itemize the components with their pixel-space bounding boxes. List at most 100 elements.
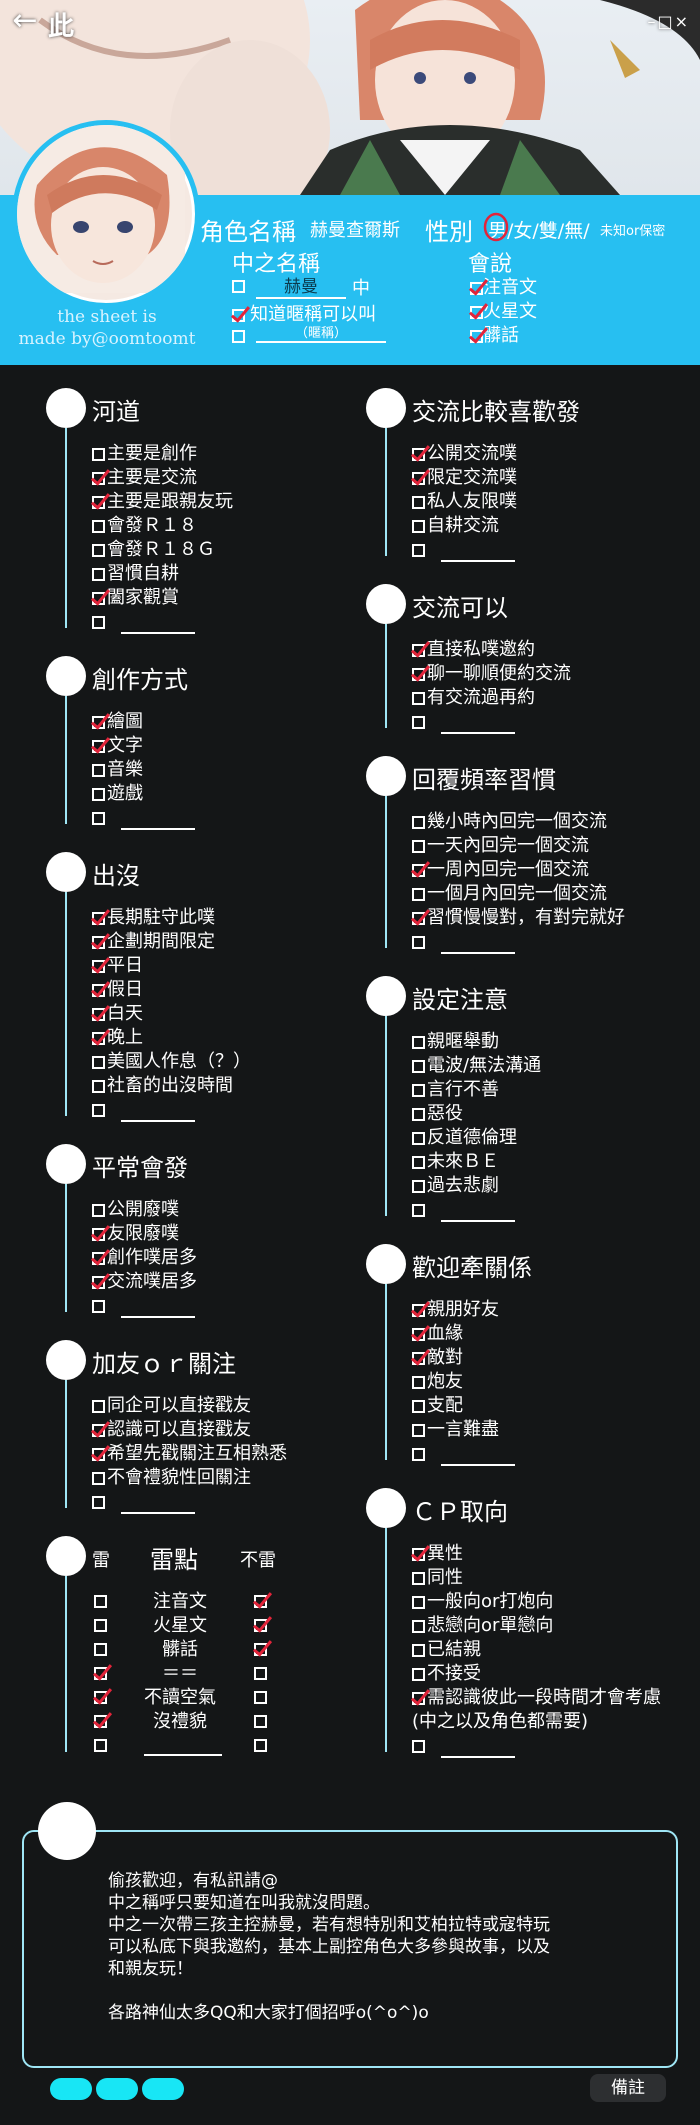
item-checkbox[interactable] — [412, 1083, 425, 1097]
checklist-item[interactable]: 習慣自耕 — [92, 562, 179, 586]
zh-know-row[interactable]: 知道暱稱可以叫 — [232, 300, 376, 326]
thunder-left-checkbox[interactable] — [94, 1739, 107, 1752]
item-checkbox[interactable] — [412, 715, 425, 729]
item-blank-field[interactable] — [121, 1106, 195, 1122]
item-checkbox[interactable] — [92, 811, 105, 825]
item-checkbox[interactable] — [412, 471, 425, 485]
item-checkbox[interactable] — [412, 519, 425, 533]
checklist-item[interactable]: 惡役 — [412, 1102, 463, 1126]
zh-nick-checkbox[interactable] — [232, 330, 245, 343]
thunder-left-checkbox[interactable] — [94, 1643, 107, 1656]
checklist-item[interactable]: 反道德倫理 — [412, 1126, 517, 1150]
thunder-blank-field[interactable] — [144, 1754, 222, 1756]
item-checkbox[interactable] — [412, 1327, 425, 1341]
item-checkbox[interactable] — [412, 1059, 425, 1073]
item-checkbox[interactable] — [92, 447, 105, 461]
item-checkbox[interactable] — [412, 1155, 425, 1169]
item-checkbox[interactable] — [412, 1643, 425, 1657]
thunder-right-checkbox[interactable] — [254, 1595, 267, 1608]
checklist-item[interactable]: (中之以及角色都需要) — [412, 1710, 588, 1734]
checklist-item[interactable]: 同性 — [412, 1566, 463, 1590]
item-checkbox[interactable] — [412, 1203, 425, 1217]
checklist-item[interactable] — [92, 1294, 195, 1318]
page-pill-2[interactable] — [96, 2078, 138, 2100]
checklist-item[interactable]: 異性 — [412, 1542, 463, 1566]
checklist-item[interactable]: 親朋好友 — [412, 1298, 499, 1322]
item-checkbox[interactable] — [92, 519, 105, 533]
item-checkbox[interactable] — [412, 887, 425, 901]
item-checkbox[interactable] — [412, 1667, 425, 1681]
zh-nick-field[interactable]: （暱稱） — [256, 322, 386, 343]
checklist-item[interactable]: 文字 — [92, 734, 143, 758]
item-checkbox[interactable] — [92, 543, 105, 557]
checklist-item[interactable]: 一天內回完一個交流 — [412, 834, 589, 858]
lang-item[interactable]: 火星文 — [470, 300, 537, 324]
checklist-item[interactable]: 血緣 — [412, 1322, 463, 1346]
checklist-item[interactable]: 會發Ｒ１８ — [92, 514, 197, 538]
checklist-item[interactable]: 美國人作息（？） — [92, 1050, 251, 1074]
checklist-item[interactable]: 私人友限噗 — [412, 490, 517, 514]
checklist-item[interactable]: 未來ＢＥ — [412, 1150, 499, 1174]
checklist-item[interactable]: 企劃期間限定 — [92, 930, 215, 954]
checklist-item[interactable] — [412, 930, 515, 954]
checklist-item[interactable] — [92, 806, 195, 830]
item-checkbox[interactable] — [92, 1299, 105, 1313]
checklist-item[interactable]: 需認識彼此一段時間才會考慮 — [412, 1686, 661, 1710]
item-blank-field[interactable] — [441, 718, 515, 734]
thunder-left-checkbox[interactable] — [94, 1667, 107, 1680]
item-checkbox[interactable] — [412, 911, 425, 925]
checklist-item[interactable]: 幾小時內回完一個交流 — [412, 810, 607, 834]
item-blank-field[interactable] — [121, 1498, 195, 1514]
checklist-item[interactable]: 主要是創作 — [92, 442, 197, 466]
item-checkbox[interactable] — [412, 543, 425, 557]
thunder-right-checkbox[interactable] — [254, 1715, 267, 1728]
item-checkbox[interactable] — [92, 1079, 105, 1093]
thunder-right-checkbox[interactable] — [254, 1619, 267, 1632]
item-checkbox[interactable] — [412, 839, 425, 853]
checklist-item[interactable]: 炮友 — [412, 1370, 463, 1394]
item-checkbox[interactable] — [412, 691, 425, 705]
item-checkbox[interactable] — [92, 1423, 105, 1437]
checklist-item[interactable]: 交流噗居多 — [92, 1270, 197, 1294]
lang-checkbox[interactable] — [470, 305, 483, 319]
lang-checkbox[interactable] — [470, 281, 483, 295]
checklist-item[interactable]: 一周內回完一個交流 — [412, 858, 589, 882]
item-checkbox[interactable] — [92, 1471, 105, 1485]
zh-know-checkbox[interactable] — [232, 309, 245, 322]
item-checkbox[interactable] — [92, 959, 105, 973]
zh-name-field[interactable]: 赫曼 — [256, 272, 346, 299]
checklist-item[interactable]: 友限廢噗 — [92, 1222, 179, 1246]
checklist-item[interactable] — [92, 610, 195, 634]
item-checkbox[interactable] — [92, 1055, 105, 1069]
item-checkbox[interactable] — [412, 1399, 425, 1413]
checklist-item[interactable] — [412, 1734, 515, 1758]
checklist-item[interactable]: 同企可以直接戳友 — [92, 1394, 251, 1418]
checklist-item[interactable]: 不接受 — [412, 1662, 481, 1686]
item-checkbox[interactable] — [92, 495, 105, 509]
checklist-item[interactable]: 一個月內回完一個交流 — [412, 882, 607, 906]
thunder-left-checkbox[interactable] — [94, 1691, 107, 1704]
item-checkbox[interactable] — [92, 471, 105, 485]
item-checkbox[interactable] — [412, 1035, 425, 1049]
checklist-item[interactable]: 會發Ｒ１８Ｇ — [92, 538, 215, 562]
item-checkbox[interactable] — [412, 863, 425, 877]
item-checkbox[interactable] — [92, 591, 105, 605]
zh-name-checkbox[interactable] — [232, 280, 245, 293]
item-blank-field[interactable] — [441, 546, 515, 562]
checklist-item[interactable]: 已結親 — [412, 1638, 481, 1662]
checklist-item[interactable]: 社畜的出沒時間 — [92, 1074, 233, 1098]
checklist-item[interactable]: 電波/無法溝通 — [412, 1054, 541, 1078]
checklist-item[interactable]: 假日 — [92, 978, 143, 1002]
checklist-item[interactable] — [412, 1442, 515, 1466]
item-checkbox[interactable] — [92, 911, 105, 925]
checklist-item[interactable]: 公開交流噗 — [412, 442, 517, 466]
item-checkbox[interactable] — [412, 1691, 425, 1705]
checklist-item[interactable]: 遊戲 — [92, 782, 143, 806]
item-checkbox[interactable] — [412, 1447, 425, 1461]
page-pill-3[interactable] — [142, 2078, 184, 2100]
item-checkbox[interactable] — [92, 1447, 105, 1461]
window-controls[interactable]: –□× — [647, 12, 690, 31]
item-checkbox[interactable] — [412, 1423, 425, 1437]
item-checkbox[interactable] — [92, 935, 105, 949]
item-checkbox[interactable] — [412, 815, 425, 829]
